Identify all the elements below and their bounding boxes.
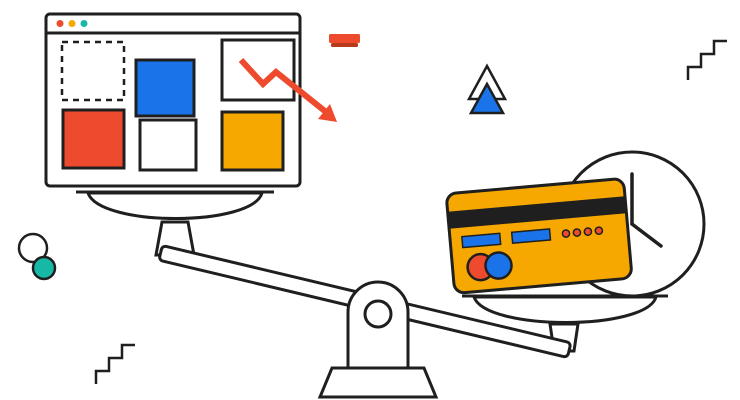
credit-card-icon (445, 177, 633, 295)
trend-panel-square (220, 38, 296, 102)
triangle-blue-icon (468, 81, 506, 115)
card-dot (561, 229, 571, 238)
left-pan-bowl (85, 191, 265, 220)
red-square (61, 108, 126, 170)
card-dot (572, 228, 582, 237)
pivot-hole (363, 299, 393, 329)
card-magnetic-stripe (447, 196, 627, 229)
card-logo-circle-blue (484, 251, 513, 280)
minus-bar-shadow (331, 43, 358, 47)
minus-icon (329, 34, 360, 47)
browser-window (44, 12, 337, 188)
card-dot (583, 227, 593, 236)
orange-square (220, 110, 285, 172)
balance-scale (76, 190, 668, 399)
card-dot (594, 226, 604, 236)
minus-bar (329, 34, 360, 43)
dashed-placeholder-square (60, 40, 126, 102)
circles-decoration (17, 232, 57, 281)
card-number-block-2 (510, 228, 552, 245)
stairs-icon-top-right (686, 39, 727, 80)
titlebar-dot-teal (80, 20, 88, 27)
triangle-decoration (466, 63, 508, 115)
clock-hour-hand (630, 222, 663, 248)
white-content-square (138, 118, 198, 172)
arrow-head (318, 104, 337, 122)
blue-square (134, 58, 196, 118)
right-pan-bowl (471, 295, 659, 324)
declining-arrow-icon (238, 57, 337, 122)
card-number-block-1 (461, 232, 502, 249)
circle-outline-icon (17, 232, 49, 264)
arrow-shaft (238, 57, 328, 115)
circle-teal-icon (31, 255, 57, 281)
right-pan (462, 294, 668, 324)
titlebar-dot-red (56, 20, 64, 27)
stairs-icon-bottom-left (94, 343, 135, 384)
titlebar-dot-orange (68, 20, 76, 27)
left-pan (76, 190, 274, 220)
pedestal (317, 280, 439, 399)
pedestal-base (317, 366, 439, 399)
